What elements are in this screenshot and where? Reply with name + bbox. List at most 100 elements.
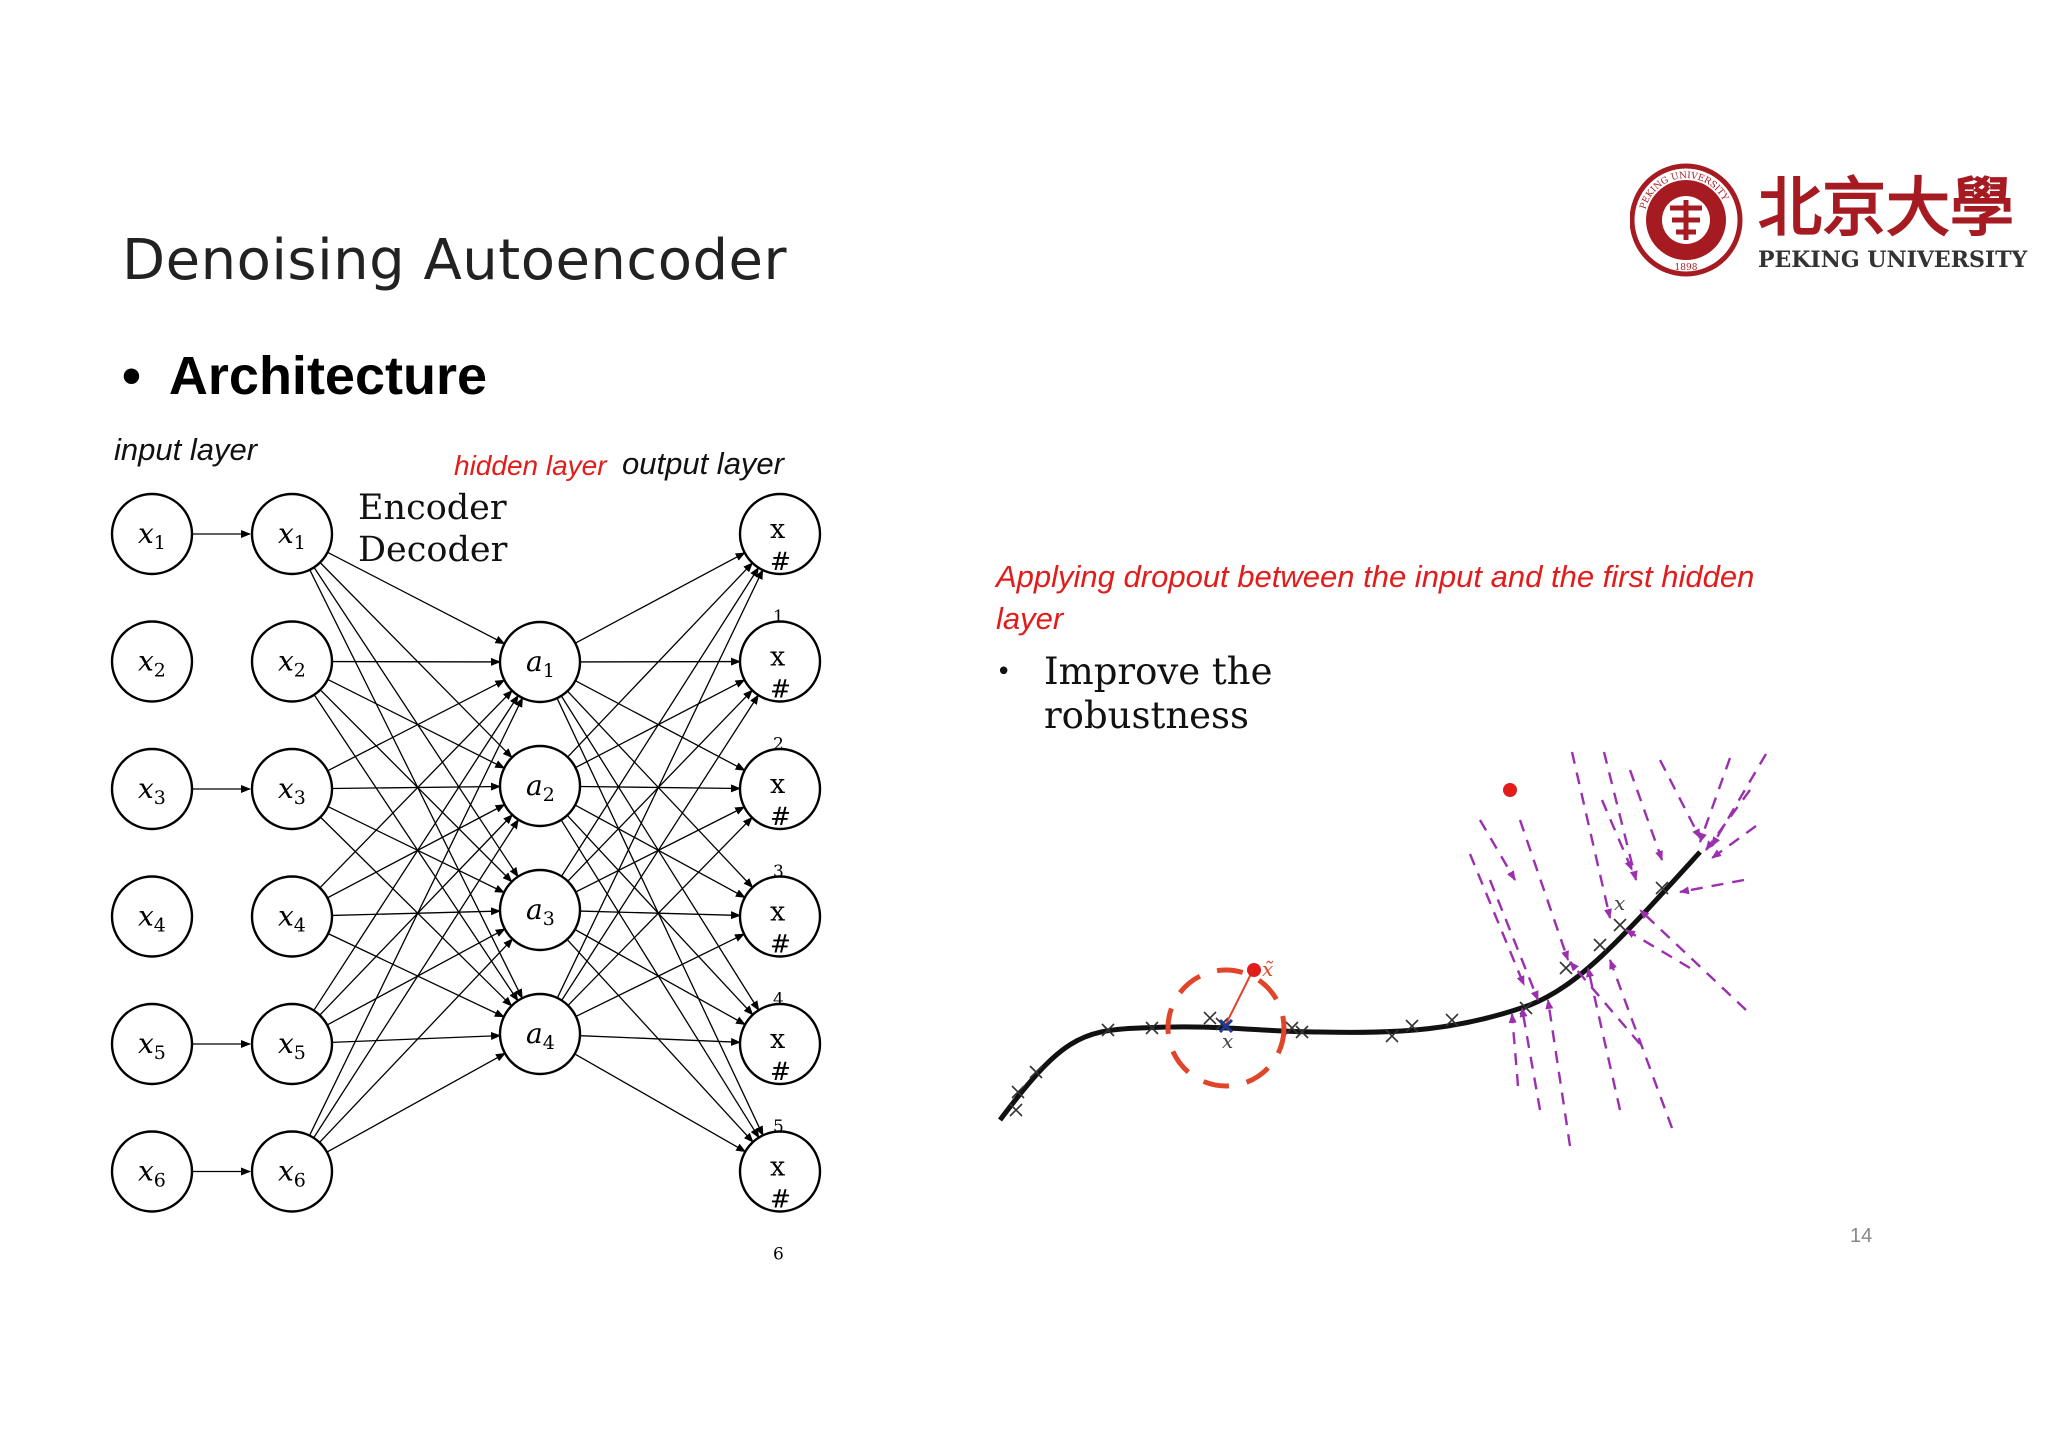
hidden-layer-label: hidden layer [454, 450, 607, 481]
clean-point-marker [1218, 1018, 1234, 1034]
encoder-edge-5-4 [331, 1031, 502, 1044]
corrupted-node-1-symbol: x [278, 517, 294, 550]
hidden-node-2-symbol: a [526, 769, 543, 802]
decoder-edge-1-4 [566, 690, 754, 889]
encoder-edge-3-1 [327, 679, 506, 772]
denoising-vector-15 [1586, 967, 1622, 1111]
sample-cross-5 [1145, 1021, 1159, 1035]
decoder-edge-3-4 [579, 910, 742, 920]
sample-cross-3 [1009, 1103, 1023, 1117]
output-node-3-mark: # [770, 802, 791, 831]
encoder-edge-4-4 [327, 933, 505, 1018]
corrupted-node-1: x1 [250, 492, 334, 576]
decoder-edge-1-1 [574, 552, 746, 644]
denoising-vector-21 [1478, 819, 1517, 881]
hidden-node-1-subscript: 1 [543, 660, 555, 682]
encoder-edge-3-2 [331, 782, 502, 791]
clean-point-label: x [1222, 1029, 1233, 1053]
svg-text:x3: x3 [278, 772, 306, 809]
improve-bullet-marker: • [996, 657, 1012, 687]
output-node-5: x#5 [738, 1002, 822, 1137]
denoising-vector-3 [1518, 819, 1570, 961]
denoising-vector-4 [1570, 751, 1612, 919]
output-node-5-subscript: 5 [773, 1117, 784, 1137]
denoising-vector-17 [1519, 1007, 1542, 1111]
decoder-edge-4-6 [574, 1053, 747, 1153]
denoising-vector-16 [1545, 999, 1572, 1147]
denoising-vector-19 [1569, 961, 1641, 1045]
corrupted-node-6-symbol: x [278, 1155, 294, 1188]
hidden-node-3-symbol: a [526, 893, 543, 926]
corrupted-node-3-symbol: x [278, 772, 294, 805]
decoder-edge-4-4 [575, 933, 745, 1017]
decoder-edge-2-6 [560, 819, 760, 1139]
input-node-2: x2 [110, 620, 194, 703]
denoising-vector-18 [1508, 1013, 1520, 1087]
input-node-2-symbol: x [138, 645, 154, 678]
decoder-edge-2-4 [574, 804, 746, 898]
page-number: 14 [1850, 1225, 1873, 1247]
denoising-vector-6 [1628, 769, 1664, 861]
hidden-node-4-symbol: a [526, 1017, 543, 1050]
manifold-illustration: xx̃x [998, 751, 1768, 1147]
output-node-4-symbol: x [770, 897, 785, 928]
decoder-edge-1-6 [556, 697, 764, 1137]
corrupted-node-5-symbol: x [278, 1027, 294, 1060]
corrupted-point [1247, 963, 1261, 977]
encoder-edge-4-1 [319, 689, 513, 889]
denoising-vector-11 [1711, 825, 1757, 859]
decoder-edge-2-1 [567, 562, 754, 758]
decoder-edge-3-5 [574, 928, 746, 1026]
corrupted-node-5-subscript: 5 [294, 1042, 306, 1064]
svg-text:x6: x6 [278, 1155, 306, 1192]
encoder-edge-6-1 [308, 697, 524, 1136]
svg-text:x6: x6 [138, 1155, 166, 1192]
output-node-6: x#6 [738, 1130, 822, 1265]
corruption-vector [1225, 971, 1253, 1025]
input-node-6-symbol: x [138, 1155, 154, 1188]
decoder-edge-1-3 [575, 680, 746, 771]
input-node-5-subscript: 5 [154, 1042, 166, 1064]
output-node-1-symbol: x [770, 514, 785, 545]
input-node-1-symbol: x [138, 517, 154, 550]
input-layer-label: input layer [114, 432, 258, 467]
corrupted-node-2-symbol: x [278, 645, 294, 678]
output-node-3: x#3 [738, 747, 822, 882]
corrupted-node-4: x4 [250, 875, 334, 958]
input-node-3: x3 [110, 747, 194, 831]
decoder-edge-3-3 [575, 806, 746, 893]
decoder-edge-4-2 [561, 694, 759, 1001]
hidden-node-2-subscript: 2 [543, 784, 555, 806]
hidden-node-4: a4 [498, 992, 582, 1076]
sample-cross-9 [1295, 1025, 1309, 1039]
sample-cross-17 [1655, 881, 1669, 895]
corrupted-node-3-subscript: 3 [294, 787, 306, 809]
input-node-3-subscript: 3 [154, 787, 166, 809]
encoder-edge-4-3 [331, 907, 502, 917]
slide-title: Denoising Autoencoder [122, 228, 787, 293]
decoder-edge-3-1 [560, 566, 760, 877]
corrupted-node-5: x5 [250, 1002, 334, 1086]
output-node-6-symbol: x [770, 1152, 785, 1183]
denoising-vector-12 [1679, 878, 1745, 895]
corrupted-node-4-subscript: 4 [294, 915, 306, 937]
encoder-edge-4-2 [327, 804, 506, 899]
svg-text:x2: x2 [138, 645, 166, 682]
corrupted-node-6: x6 [250, 1130, 334, 1213]
decoder-edge-2-3 [579, 784, 742, 793]
output-node-1-mark: # [770, 547, 791, 576]
output-node-4: x#4 [738, 875, 822, 1010]
output-layer-label: output layer [622, 446, 784, 481]
sample-cross-6 [1203, 1011, 1217, 1025]
encoder-edge-2-2 [327, 678, 506, 769]
encoder-edge-5-3 [326, 928, 506, 1026]
hidden-node-2: a2 [498, 744, 582, 828]
denoising-vector-22 [1600, 799, 1634, 871]
architecture-bullet: •Architecture [122, 345, 487, 407]
svg-text:x1: x1 [138, 517, 166, 554]
sample-cross-15 [1593, 938, 1607, 952]
input-node-6: x6 [110, 1130, 194, 1213]
output-node-1: x#1 [738, 492, 822, 627]
encoder-edge-1-2 [319, 562, 513, 759]
